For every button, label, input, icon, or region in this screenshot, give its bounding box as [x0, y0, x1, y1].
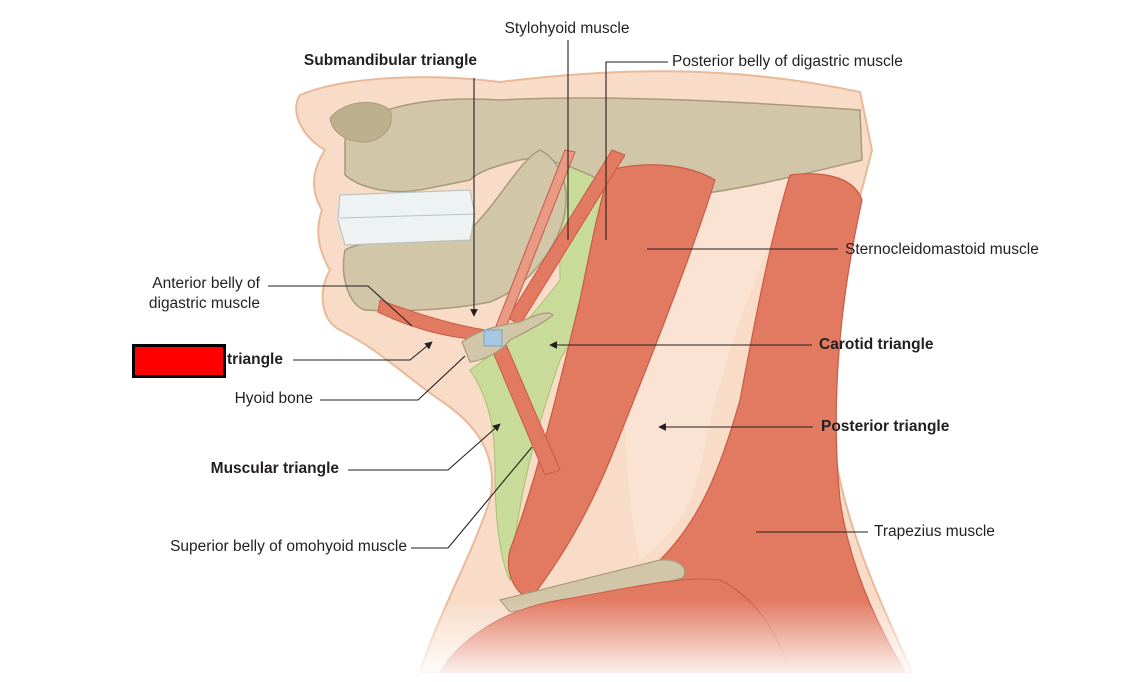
sternocleidomastoid-muscle-shape	[507, 164, 716, 601]
hyoid-body-highlight	[483, 329, 503, 347]
label-sternocleidomastoid-muscle: Sternocleidomastoid muscle	[845, 241, 1039, 258]
leader-superior-belly-omohyoid	[411, 446, 533, 549]
label-superior-belly-omohyoid: Superior belly of omohyoid muscle	[170, 538, 407, 555]
leader-masked-triangle	[293, 341, 433, 361]
leader-anterior-belly-digastric	[268, 285, 413, 327]
label-muscular-triangle: Muscular triangle	[210, 460, 339, 477]
leader-lines	[268, 40, 868, 549]
label-carotid-triangle: Carotid triangle	[819, 336, 934, 353]
label-posterior-triangle: Posterior triangle	[821, 418, 950, 435]
bottom-fade	[400, 600, 920, 682]
label-trapezius-muscle: Trapezius muscle	[874, 523, 995, 540]
label-anterior-belly-line1: Anterior belly of	[152, 275, 260, 292]
leader-hyoid-bone	[320, 355, 466, 401]
label-anterior-belly-line2: digastric muscle	[148, 295, 260, 312]
label-masked-triangle-suffix: triangle	[227, 351, 283, 368]
label-posterior-belly-digastric: Posterior belly of digastric muscle	[672, 53, 903, 70]
orbit	[329, 101, 392, 143]
teeth	[337, 189, 476, 246]
leader-muscular	[348, 423, 501, 471]
label-submandibular-triangle: Submandibular triangle	[303, 52, 477, 69]
label-hyoid-bone: Hyoid bone	[234, 390, 313, 407]
label-stylohyoid-muscle: Stylohyoid muscle	[504, 20, 630, 37]
leader-posterior-belly-digastric	[605, 61, 668, 240]
hyoid-bone-shape	[461, 312, 554, 363]
masked-label-box	[132, 344, 226, 378]
